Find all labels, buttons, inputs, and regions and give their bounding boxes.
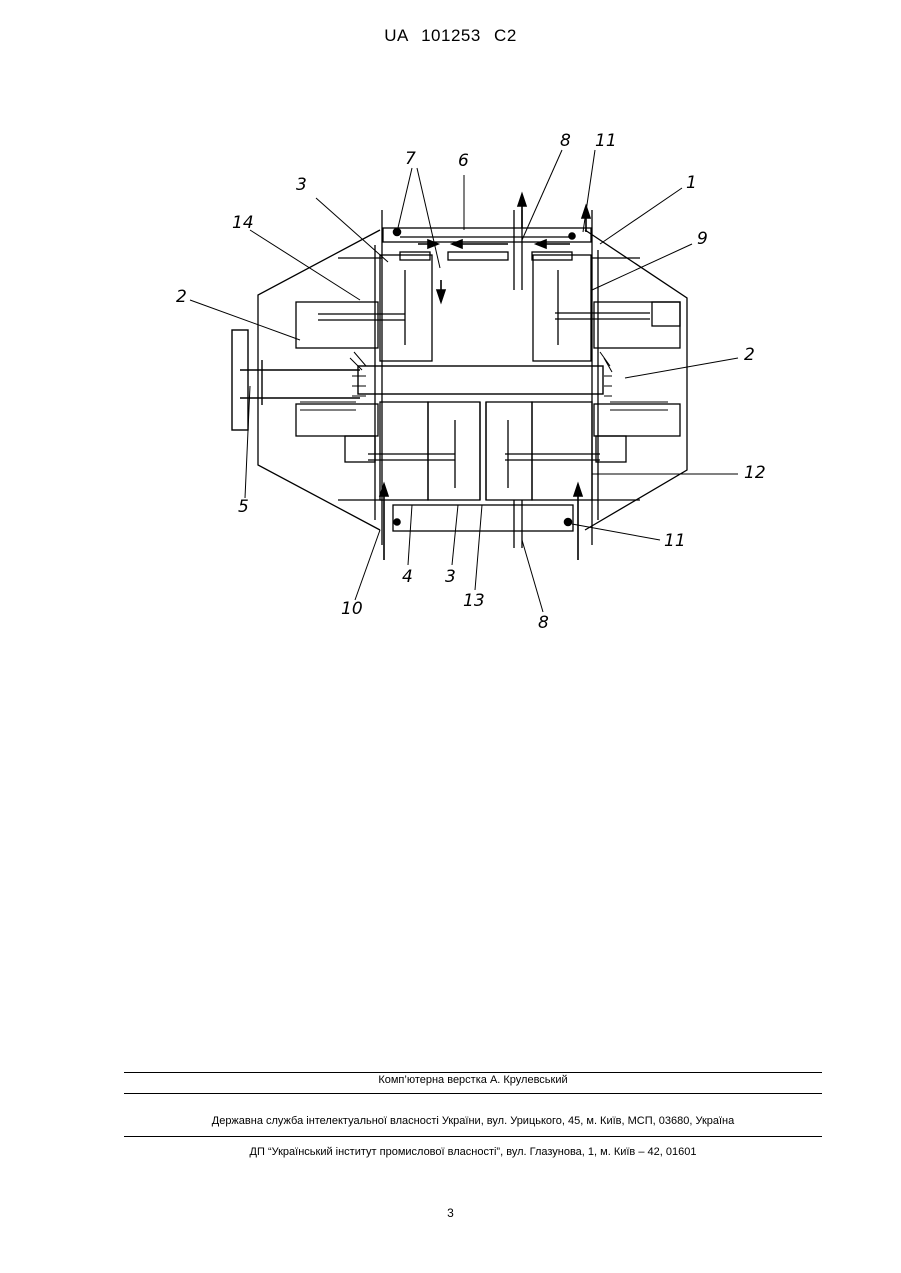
label-14: 14: [232, 213, 254, 233]
label-8-bottom: 8: [538, 613, 549, 633]
reference-labels: 7 6 8 11 1 3 14 9 2 2 12 5 11 4 3 13 10 …: [176, 131, 766, 633]
footer-rule-middle: [124, 1093, 822, 1094]
label-2-left: 2: [176, 287, 187, 307]
patent-number-header: UA 101253 C2: [0, 26, 901, 46]
institute-address: ДП “Український інститут промислової вла…: [124, 1145, 822, 1159]
label-6: 6: [458, 151, 469, 171]
bottom-chamber: [368, 402, 600, 548]
label-11-bottom: 11: [664, 531, 686, 551]
label-12: 12: [744, 463, 766, 483]
label-4: 4: [402, 567, 413, 587]
label-2-right: 2: [744, 345, 755, 365]
bevel-gears: [300, 352, 668, 410]
layout-credit: Комп’ютерна верстка А. Крулевський: [124, 1073, 822, 1087]
technical-drawing: 7 6 8 11 1 3 14 9 2 2 12 5 11 4 3 13 10 …: [160, 120, 780, 640]
label-9: 9: [697, 229, 708, 249]
leader-lines: [190, 150, 738, 612]
label-8-top: 8: [560, 131, 571, 151]
label-5: 5: [238, 497, 249, 517]
page-number: 3: [0, 1206, 901, 1220]
top-chamber: [380, 210, 591, 361]
office-address: Державна служба інтелектуальної власност…: [124, 1114, 822, 1128]
footer-rule-bottom: [124, 1136, 822, 1137]
label-7: 7: [405, 149, 416, 169]
drawing-svg: 7 6 8 11 1 3 14 9 2 2 12 5 11 4 3 13 10 …: [160, 120, 780, 640]
label-3-bottom: 3: [445, 567, 456, 587]
label-10: 10: [341, 599, 363, 619]
main-shaft: [232, 330, 603, 430]
label-11-top: 11: [595, 131, 617, 151]
side-gear-blocks: [296, 302, 680, 462]
label-3-top: 3: [296, 175, 307, 195]
label-1: 1: [686, 173, 697, 193]
label-13: 13: [463, 591, 485, 611]
